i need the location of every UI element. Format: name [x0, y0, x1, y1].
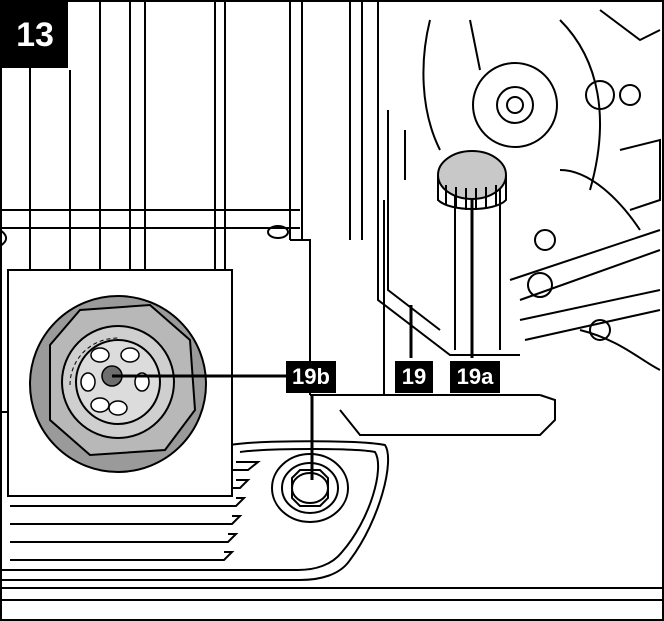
background-grille	[0, 0, 363, 270]
callout-19a: 19a	[450, 361, 500, 393]
engine-block	[404, 9, 661, 371]
step-number-badge: 13	[2, 2, 68, 68]
drain-plug	[271, 453, 349, 523]
housing	[290, 0, 556, 436]
callout-19b: 19b	[286, 361, 336, 393]
lower-panel	[0, 411, 664, 601]
callout-19: 19	[395, 361, 433, 393]
tank-cap-19a	[437, 150, 507, 210]
detail-inset	[7, 269, 233, 497]
mount-hole	[267, 225, 289, 239]
mount-hole	[0, 229, 7, 247]
